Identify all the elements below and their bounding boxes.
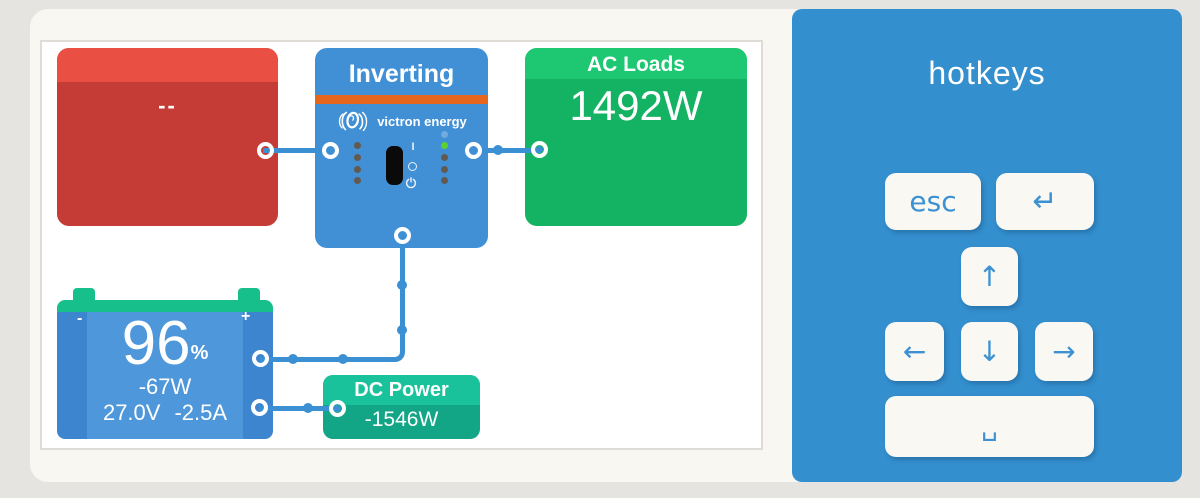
battery-soc: 96 — [121, 309, 191, 378]
led-dot — [441, 131, 448, 138]
wire-dot — [338, 354, 348, 364]
ac-input-value: -- — [158, 93, 177, 118]
wire-end-dot — [334, 405, 341, 412]
key-enter[interactable]: ↵ — [996, 173, 1094, 230]
dc-power-value: -1546W — [364, 408, 439, 431]
tile-ac-loads[interactable]: AC Loads 1492W — [525, 48, 747, 226]
led-dot — [441, 177, 448, 184]
wire-inverter-acloads — [473, 148, 541, 153]
enter-icon: ↵ — [1032, 184, 1058, 219]
led-dot — [441, 154, 448, 161]
key-arrow-down[interactable]: ↓ — [961, 322, 1018, 381]
inverter-title: Inverting — [348, 60, 455, 88]
key-arrow-right[interactable]: → — [1035, 322, 1093, 381]
battery-current: -2.5A — [174, 400, 228, 425]
battery-cap — [57, 300, 273, 312]
wire-inverter-battery — [260, 233, 405, 362]
key-esc-label: esc — [909, 185, 957, 218]
battery-plus-sign: + — [241, 308, 251, 325]
connector-ring-inverter-right — [465, 142, 482, 159]
tile-dc-power[interactable]: DC Power -1546W — [323, 375, 480, 439]
battery-minus-sign: - — [77, 310, 83, 327]
wire-end-dot — [536, 146, 543, 153]
arrow-right-icon: → — [1052, 335, 1076, 368]
ac-input-header — [57, 48, 278, 82]
wire-dot — [493, 145, 503, 155]
wire-dot — [397, 280, 407, 290]
battery-center-panel: 96 % -67W 27.0V -2.5A — [87, 312, 243, 439]
wire-dot — [288, 354, 298, 364]
ac-loads-title: AC Loads — [525, 48, 747, 79]
led-dot — [354, 177, 361, 184]
switch-off-marker-icon — [408, 162, 417, 171]
switch-on-marker: I — [411, 141, 415, 153]
arrow-up-icon: ↑ — [977, 260, 1002, 293]
wire-acinput-inverter — [263, 148, 330, 153]
key-arrow-up[interactable]: ↑ — [961, 247, 1018, 306]
connector-ring-dcpower — [329, 400, 346, 417]
led-dot — [354, 142, 361, 149]
victron-brand-text: victron energy — [377, 113, 467, 129]
wire-dot — [397, 325, 407, 335]
key-space[interactable]: ␣ — [885, 396, 1094, 457]
inverter-logo-row: victron energy — [315, 106, 488, 136]
key-esc[interactable]: esc — [885, 173, 981, 230]
battery-voltage-current-row: 27.0V -2.5A — [103, 401, 227, 425]
victron-logo-icon — [339, 111, 368, 132]
space-icon: ␣ — [981, 411, 998, 442]
led-dot — [354, 166, 361, 173]
hotkeys-title: hotkeys — [928, 55, 1046, 91]
connector-ring-acinput — [257, 142, 274, 159]
wire-dot — [303, 403, 313, 413]
ac-loads-power: 1492W — [569, 82, 703, 129]
connector-ring-inverter-bottom — [394, 227, 411, 244]
led-dot — [441, 166, 448, 173]
dc-power-title: DC Power — [323, 375, 480, 405]
led-dot — [354, 154, 361, 161]
inverter-rocker-switch — [386, 146, 403, 185]
battery-terminal-negative-post — [73, 288, 95, 302]
led-green-mains-icon — [441, 142, 448, 149]
connector-ring-battery-top — [252, 350, 269, 367]
battery-power: -67W — [138, 374, 192, 399]
battery-soc-unit: % — [190, 342, 209, 364]
connector-ring-battery-bottom — [251, 399, 268, 416]
inverter-orange-stripe — [315, 95, 488, 104]
battery-voltage: 27.0V — [102, 400, 161, 425]
battery-soc-row: 96 % — [121, 309, 209, 378]
wire-battery-dcpower — [259, 406, 337, 411]
connector-ring-acloads — [531, 141, 548, 158]
power-symbol-icon — [405, 177, 417, 189]
arrow-down-icon: ↓ — [977, 335, 1002, 368]
arrow-left-icon: ← — [902, 335, 927, 368]
key-arrow-left[interactable]: ← — [885, 322, 944, 381]
tile-ac-input[interactable]: -- — [57, 48, 278, 226]
connector-ring-inverter-left — [322, 142, 339, 159]
battery-terminal-positive-post — [238, 288, 260, 302]
